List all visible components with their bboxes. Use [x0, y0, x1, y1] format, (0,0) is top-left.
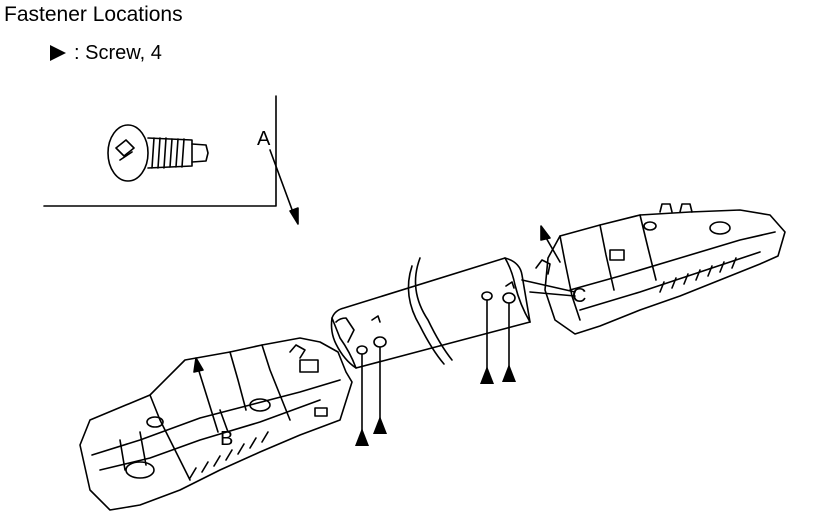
center-cover-part [330, 257, 531, 433]
right-bracket-part [521, 203, 786, 335]
callout-a: A [257, 128, 271, 150]
page-title: Fastener Locations [4, 3, 183, 26]
legend: : Screw, 4 [48, 40, 162, 66]
screw-marker-3 [480, 366, 494, 384]
left-bracket-part [79, 337, 353, 511]
triangle-marker-icon [50, 45, 66, 61]
callout-a-leader [269, 149, 299, 225]
legend-label: : Screw, 4 [74, 42, 162, 64]
callout-c: C [572, 285, 586, 307]
screw-marker-2 [373, 416, 387, 434]
screw-icon [107, 124, 209, 182]
screw-detail-inset [43, 95, 277, 207]
callout-b: B [220, 428, 233, 450]
screw-marker-1 [355, 428, 369, 446]
screw-marker-4 [502, 364, 516, 382]
screw-markers [355, 364, 516, 446]
